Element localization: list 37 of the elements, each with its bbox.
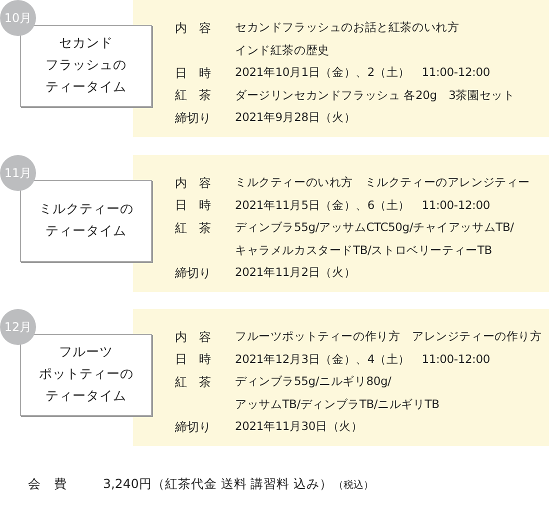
info-panel — [133, 155, 549, 292]
title-box: フルーツポットティーのティータイム — [20, 334, 152, 416]
fee-label: 会 費 — [28, 476, 67, 493]
term-label: 締切り — [175, 264, 211, 282]
info-panel — [133, 0, 549, 137]
value-text: 2021年12月3日（金）、4（土） 11:00-12:00 — [235, 350, 490, 368]
term-label: 紅 茶 — [175, 220, 211, 236]
term-label: 日 時 — [175, 64, 211, 82]
term-label: 日 時 — [175, 351, 211, 368]
term-label: 内 容 — [175, 20, 211, 36]
tax-note: （税込） — [334, 478, 374, 492]
value-text: 2021年11月2日（火） — [235, 264, 356, 281]
fee-text: 3,240円（紅茶代金 送料 講習料 込み） — [103, 476, 333, 493]
month-badge: 11月 — [0, 155, 36, 191]
value-text: インド紅茶の歴史 — [235, 42, 330, 58]
value-text: 2021年11月5日（金）、6（土） 11:00-12:00 — [235, 196, 490, 214]
term-label: 締切り — [175, 110, 211, 126]
term-label: 締切り — [175, 418, 211, 436]
value-text: 2021年9月28日（火） — [235, 109, 356, 126]
term-label: 日 時 — [175, 197, 211, 214]
value-text: フルーツポットティーの作り方 アレンジティーの作り方 — [235, 328, 542, 345]
info-panel — [133, 309, 549, 446]
value-text: ダージリンセカンドフラッシュ 各20g 3茶園セット — [235, 86, 515, 104]
term-label: 紅 茶 — [175, 87, 211, 104]
value-text: ディンブラ55g/アッサムCTC50g/チャイアッサムTB/キャラメルカスタードTB/ストロベリーティーTB — [235, 219, 514, 258]
title-box: ミルクティーのティータイム — [20, 180, 152, 262]
term-label: 紅 茶 — [175, 374, 211, 390]
month-badge: 12月 — [0, 309, 36, 345]
month-badge: 10月 — [0, 0, 36, 36]
value-text: ディンブラ55g/ニルギリ80g/アッサムTB/ディンブラTB/ニルギリTB — [235, 373, 440, 412]
value-text: 2021年11月30日（火） — [235, 418, 363, 435]
title-box: セカンドフラッシュのティータイム — [20, 25, 152, 107]
term-label: 内 容 — [175, 174, 211, 192]
value-text: 2021年10月1日（金）、2（土） 11:00-12:00 — [235, 64, 490, 81]
term-label: 内 容 — [175, 328, 211, 346]
value-text: セカンドフラッシュのお話と紅茶のいれ方 — [235, 19, 460, 36]
value-text: ミルクティーのいれ方 ミルクティーのアレンジティー — [235, 174, 530, 191]
